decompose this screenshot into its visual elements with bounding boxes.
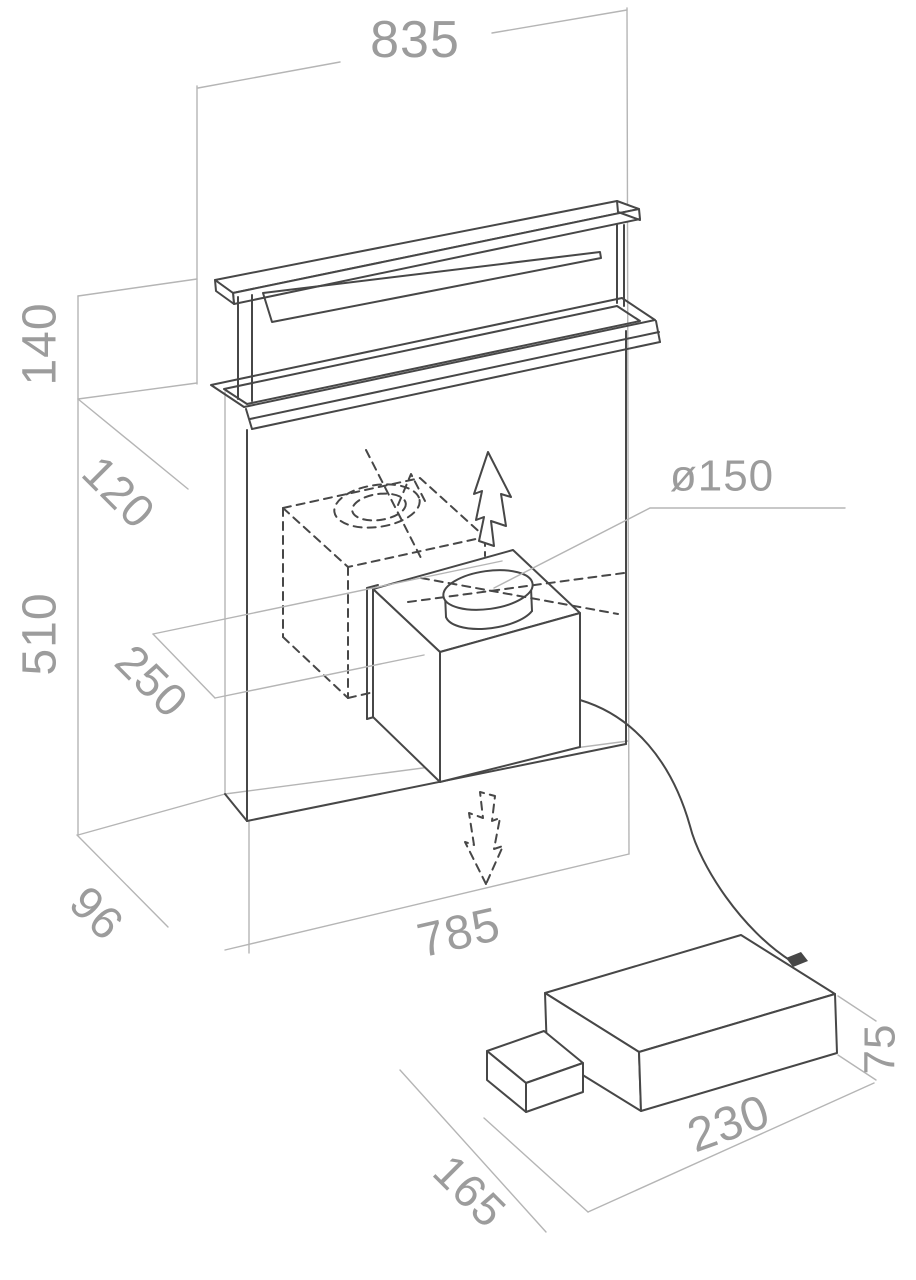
duct-cassette (224, 330, 627, 822)
hood-inlet-recess (262, 251, 602, 323)
back-panel (196, 7, 630, 951)
collar-axis-dashed (407, 572, 625, 615)
dimension-lines-control-box (399, 995, 877, 1233)
hood-raised-unit (214, 200, 641, 402)
dim-96-label: 96 (60, 876, 134, 950)
alt-duct-collar-dashed (333, 483, 421, 529)
dimension-150-leader (493, 507, 846, 589)
dim-230-label: 230 (681, 1085, 777, 1163)
dim-165-label: 165 (423, 1144, 516, 1237)
control-box (544, 934, 838, 1112)
counter-cutout-frame (210, 297, 661, 430)
dim-140-label: 140 (14, 302, 67, 385)
control-box-terminal (486, 1030, 584, 1113)
airflow-down-arrow (464, 791, 504, 885)
dim-75-label: 75 (856, 1024, 905, 1075)
dim-785-label: 785 (413, 898, 506, 968)
power-cable (579, 699, 792, 962)
airflow-up-arrow (473, 451, 512, 547)
dimension-835 (197, 9, 628, 89)
cable-connector (786, 952, 808, 967)
dim-510-label: 510 (14, 592, 67, 675)
dimension-250-rails (152, 560, 503, 699)
dim-150-label: ø150 (670, 452, 774, 501)
dimension-stack-left (76, 278, 226, 928)
dim-835-label: 835 (370, 11, 460, 69)
dim-250-label: 250 (105, 634, 198, 727)
alt-flow-arrow-dashed (397, 473, 426, 506)
